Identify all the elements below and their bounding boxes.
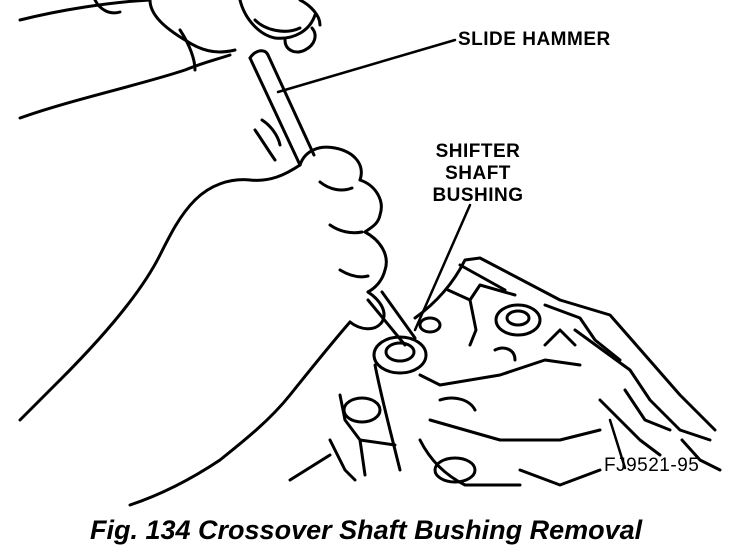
- transmission-housing: [288, 256, 722, 487]
- leader-lines: [276, 38, 627, 470]
- label-shifter-shaft-bushing: SHIFTER SHAFT BUSHING: [428, 141, 528, 207]
- label-shifter-line2: SHAFT: [445, 163, 511, 184]
- label-slide-hammer: SLIDE HAMMER: [458, 29, 611, 50]
- figure-caption: Fig. 134 Crossover Shaft Bushing Removal: [90, 515, 643, 545]
- figure-code: FJ9521-95: [604, 455, 700, 476]
- label-shifter-line3: BUSHING: [432, 185, 524, 206]
- label-shifter-line1: SHIFTER: [435, 141, 521, 162]
- lower-hand: [18, 118, 388, 507]
- upper-hand: [18, 0, 322, 120]
- slide-hammer-shaft: [248, 49, 417, 347]
